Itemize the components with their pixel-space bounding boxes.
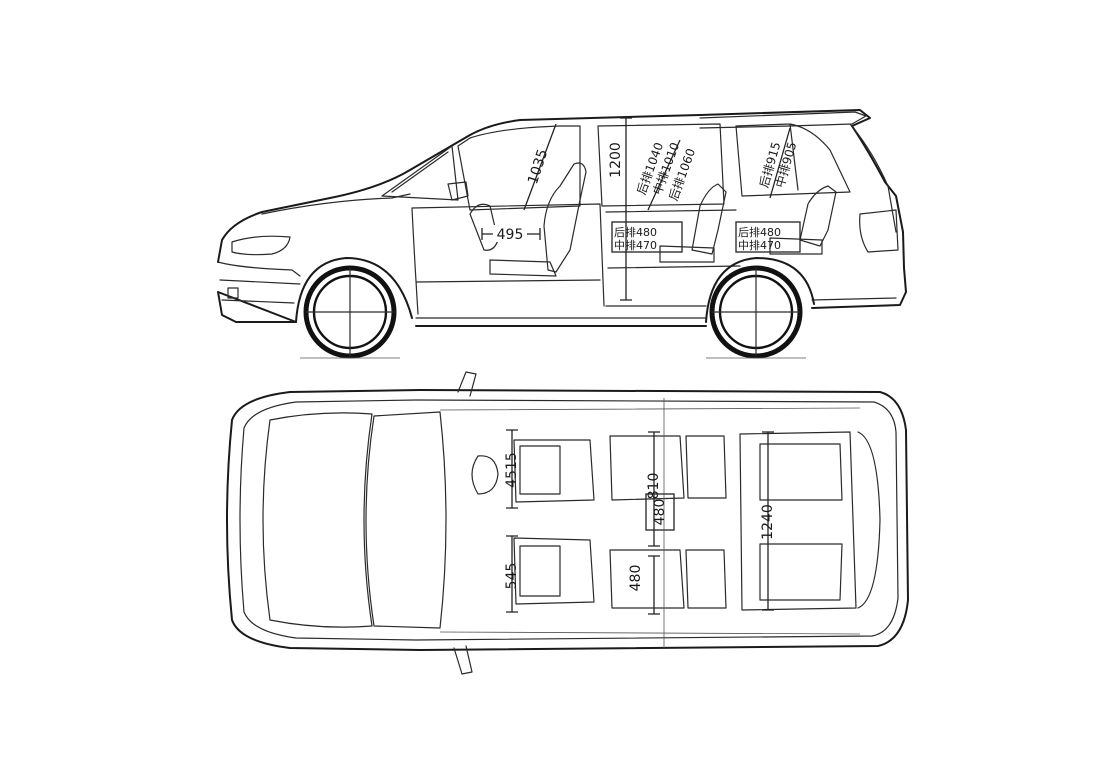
side-windshield [381,145,459,201]
side-middle-seat [659,183,727,263]
front-seat-width-lower-label: 545 [504,563,520,590]
top-front-seat-right [513,537,595,605]
side-dimension-labels: 495 1035 1200 后排1040 中排1010 后排1060 后排480… [493,140,799,252]
rear-box-label-2: 中排470 [738,238,781,252]
side-rear-hatch [849,123,899,253]
headroom-front-label: 1035 [525,147,551,186]
side-front-door [411,203,605,315]
mid-row-width-label: 810 [646,473,662,500]
mid-row-box-label-2: 中排470 [614,238,657,252]
mid-row-box-label-1: 后排480 [614,225,657,239]
top-dimension-lines [506,398,774,648]
side-sill [415,297,897,319]
top-middle-seat-left [609,435,727,501]
top-hood [262,412,373,628]
side-spoiler [699,111,867,129]
top-dimension-labels: 4515 545 810 480 480 1240 [504,452,776,591]
rear-row-width-label: 1240 [760,504,776,540]
side-view [217,109,907,359]
side-headlamp [231,235,291,256]
side-rear-seat [769,185,837,255]
top-body-outline [226,389,909,651]
top-windshield [365,411,447,629]
rear-box-label-1: 后排480 [738,225,781,239]
side-dimension-lines [481,117,801,301]
top-view [226,371,909,675]
front-seat-width-upper-label: 4515 [504,452,520,488]
top-roof-rails [439,407,861,635]
top-mirror-right [453,645,473,675]
side-rear-window [735,123,851,197]
top-rear-window [857,431,881,609]
side-mirror [447,181,469,201]
side-body-outline [217,109,907,327]
side-front-wheel [295,257,413,359]
top-steering-wheel [471,455,499,495]
mid-row-lower-label: 480 [628,565,644,592]
side-front-window [457,125,581,211]
mid-row-aisle-label: 480 [652,499,668,526]
top-body-inner [239,399,899,641]
height-interior-label: 1200 [608,142,624,178]
legroom-front-label: 495 [497,227,524,243]
side-front-bumper [217,261,301,304]
side-sliding-door [605,209,741,307]
side-hood [261,193,411,215]
top-middle-seat-right [609,549,727,609]
side-front-seat [489,162,587,277]
top-front-seat-left [513,439,595,503]
top-rear-seat [739,431,857,611]
side-rear-wheel [705,257,815,359]
top-mirror-left [457,371,477,397]
